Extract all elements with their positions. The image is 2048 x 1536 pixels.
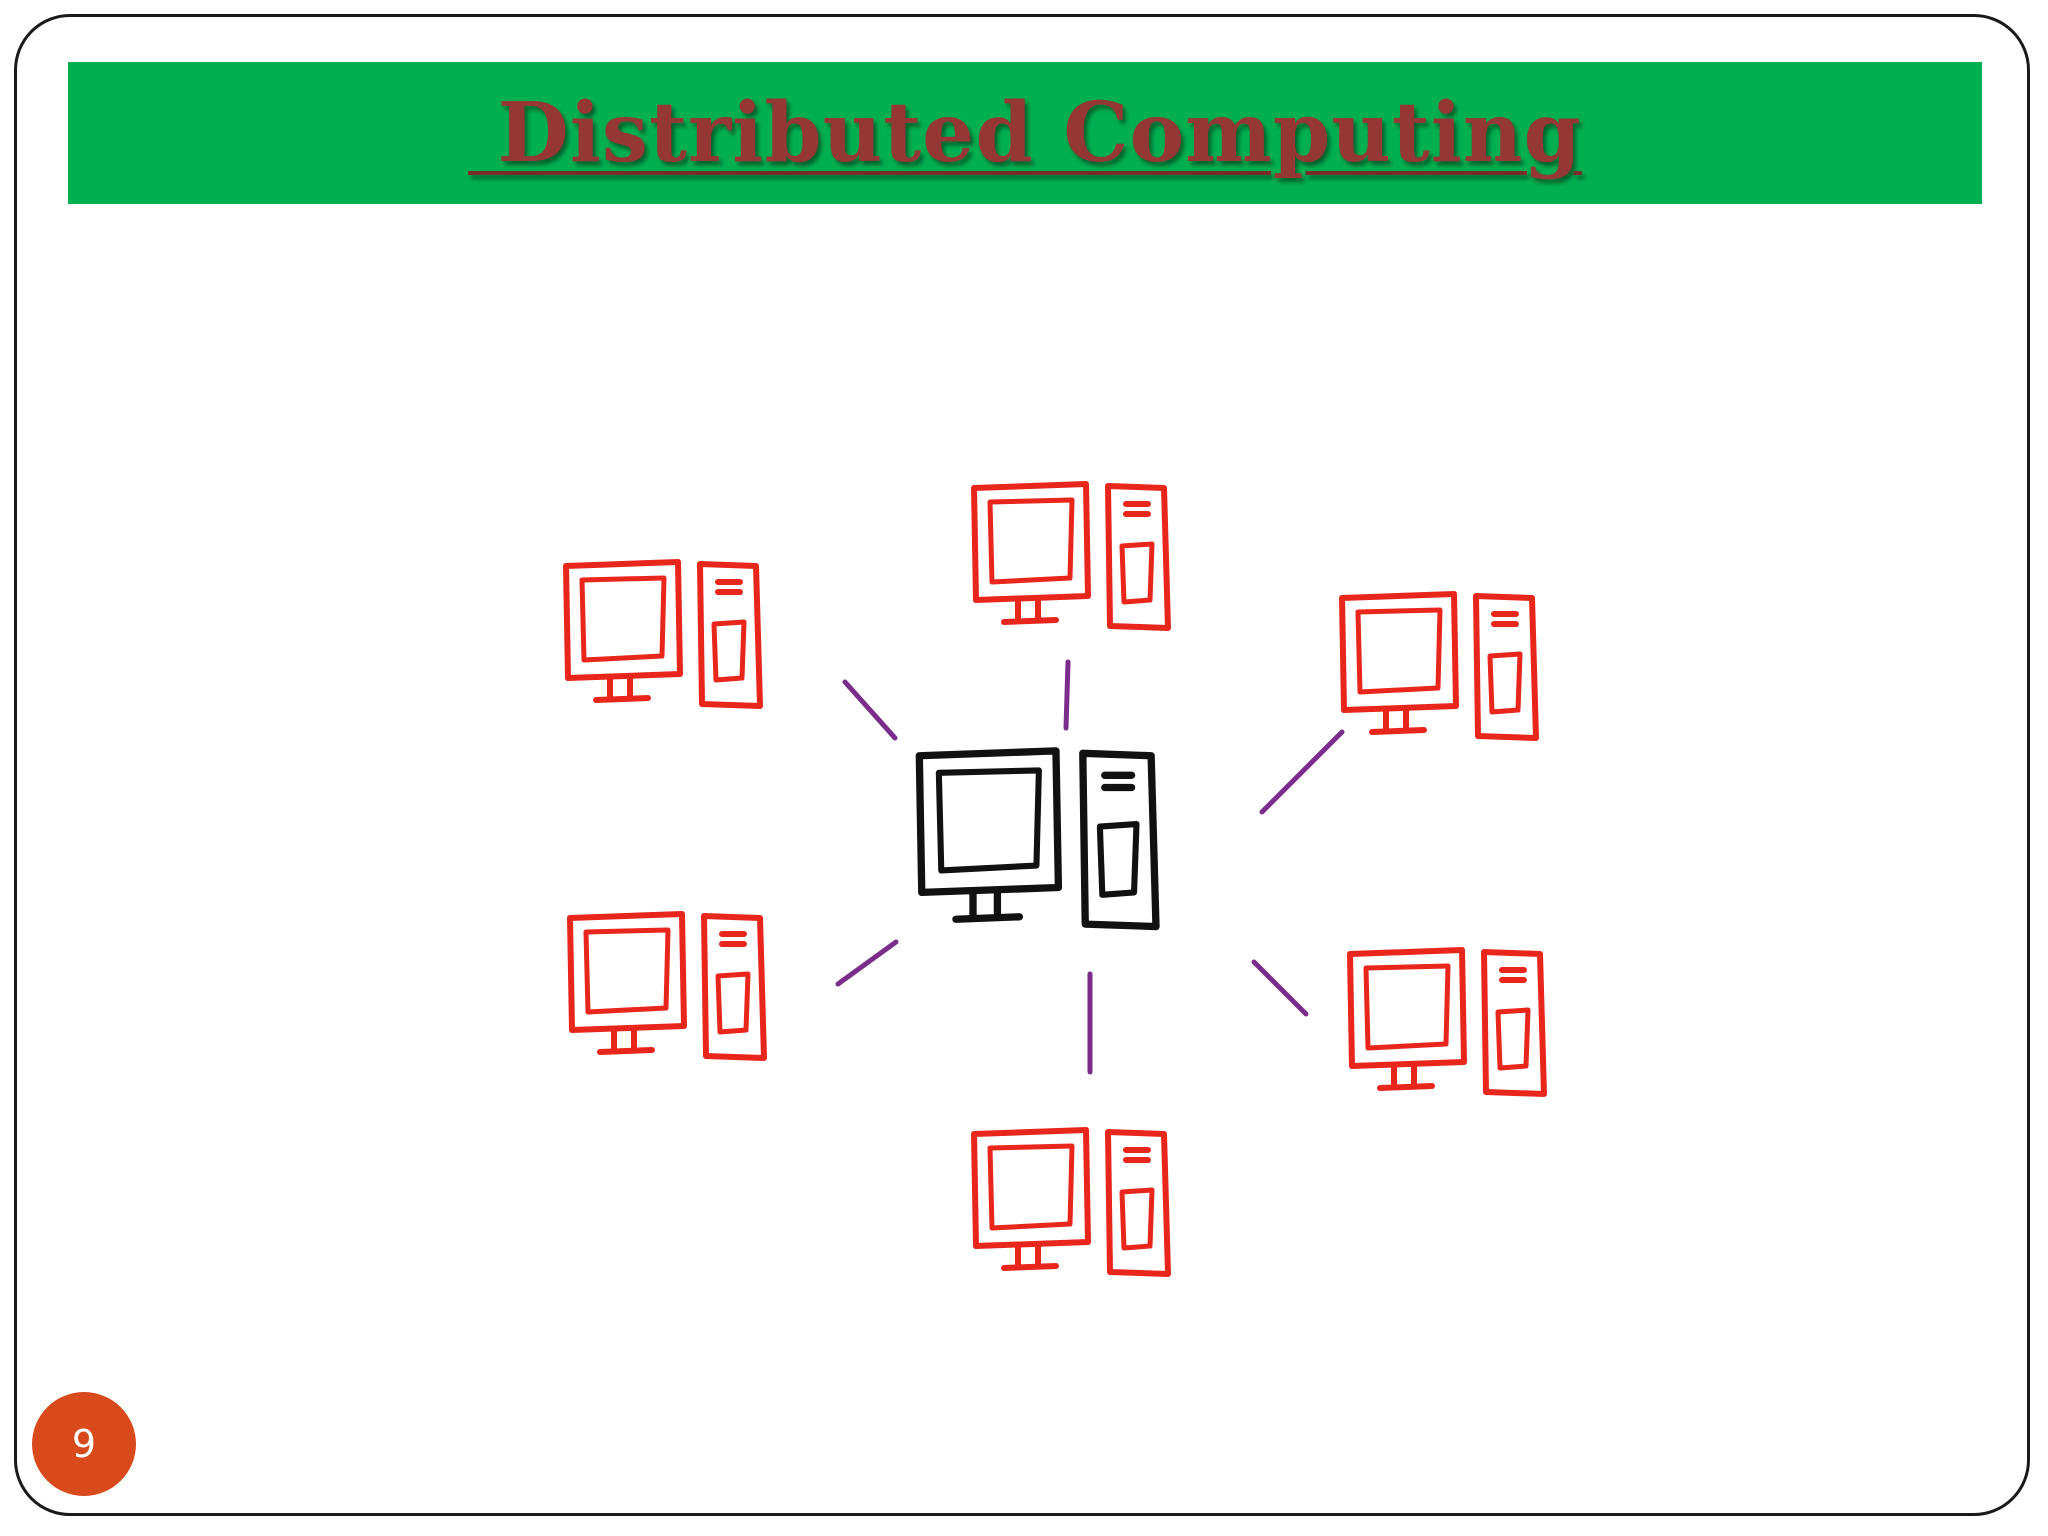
link-top-left [842, 679, 898, 741]
link-top-right [1259, 729, 1345, 815]
page-number-badge: 9 [32, 1392, 136, 1496]
central-computer [919, 751, 1156, 927]
network-diagram [390, 400, 1630, 1320]
desktop-computer-icon [974, 484, 1168, 628]
peer-computer-top-right [1342, 594, 1536, 738]
desktop-computer-icon [1350, 950, 1544, 1094]
desktop-computer-icon [570, 914, 764, 1058]
network-links [835, 659, 1345, 1075]
peer-computer-bottom-left [570, 914, 764, 1058]
desktop-computer-icon [1342, 594, 1536, 738]
desktop-computer-icon [974, 1130, 1168, 1274]
desktop-computer-icon [566, 562, 760, 706]
peer-computer-top-left [566, 562, 760, 706]
link-bottom-left [835, 939, 899, 987]
peer-computer-bottom-right [1350, 950, 1544, 1094]
title-bar: Distributed Computing [68, 62, 1982, 204]
link-top [1063, 659, 1071, 731]
peer-computer-bottom [974, 1130, 1168, 1274]
slide-title: Distributed Computing [468, 85, 1582, 181]
peer-computer-top [974, 484, 1168, 628]
link-bottom-right [1251, 959, 1309, 1017]
desktop-computer-icon [919, 751, 1156, 927]
page-number: 9 [71, 1422, 97, 1466]
